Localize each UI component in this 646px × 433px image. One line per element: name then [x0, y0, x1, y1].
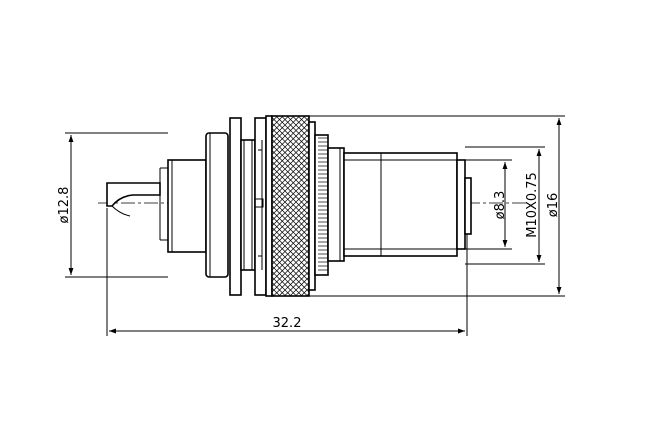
washer-plates: [229, 117, 267, 296]
ribbed-ring: [314, 134, 329, 276]
collar: [205, 132, 229, 278]
dimension-lines: [68, 118, 562, 334]
rear-body: [167, 159, 207, 253]
front-cap: [464, 177, 472, 235]
solder-terminal: [106, 167, 168, 241]
extension-lines: [65, 115, 565, 336]
dim-text-thread: M10X0.75: [525, 172, 540, 238]
shoulder: [327, 147, 345, 262]
dim-text-inner-diameter: ø8.3: [493, 191, 508, 220]
threaded-body: [343, 152, 466, 257]
dim-text-outer-diameter: ø16: [546, 193, 561, 218]
dim-text-overall-length: 32.2: [273, 316, 302, 331]
dim-text-left-diameter: ø12.8: [57, 187, 72, 224]
